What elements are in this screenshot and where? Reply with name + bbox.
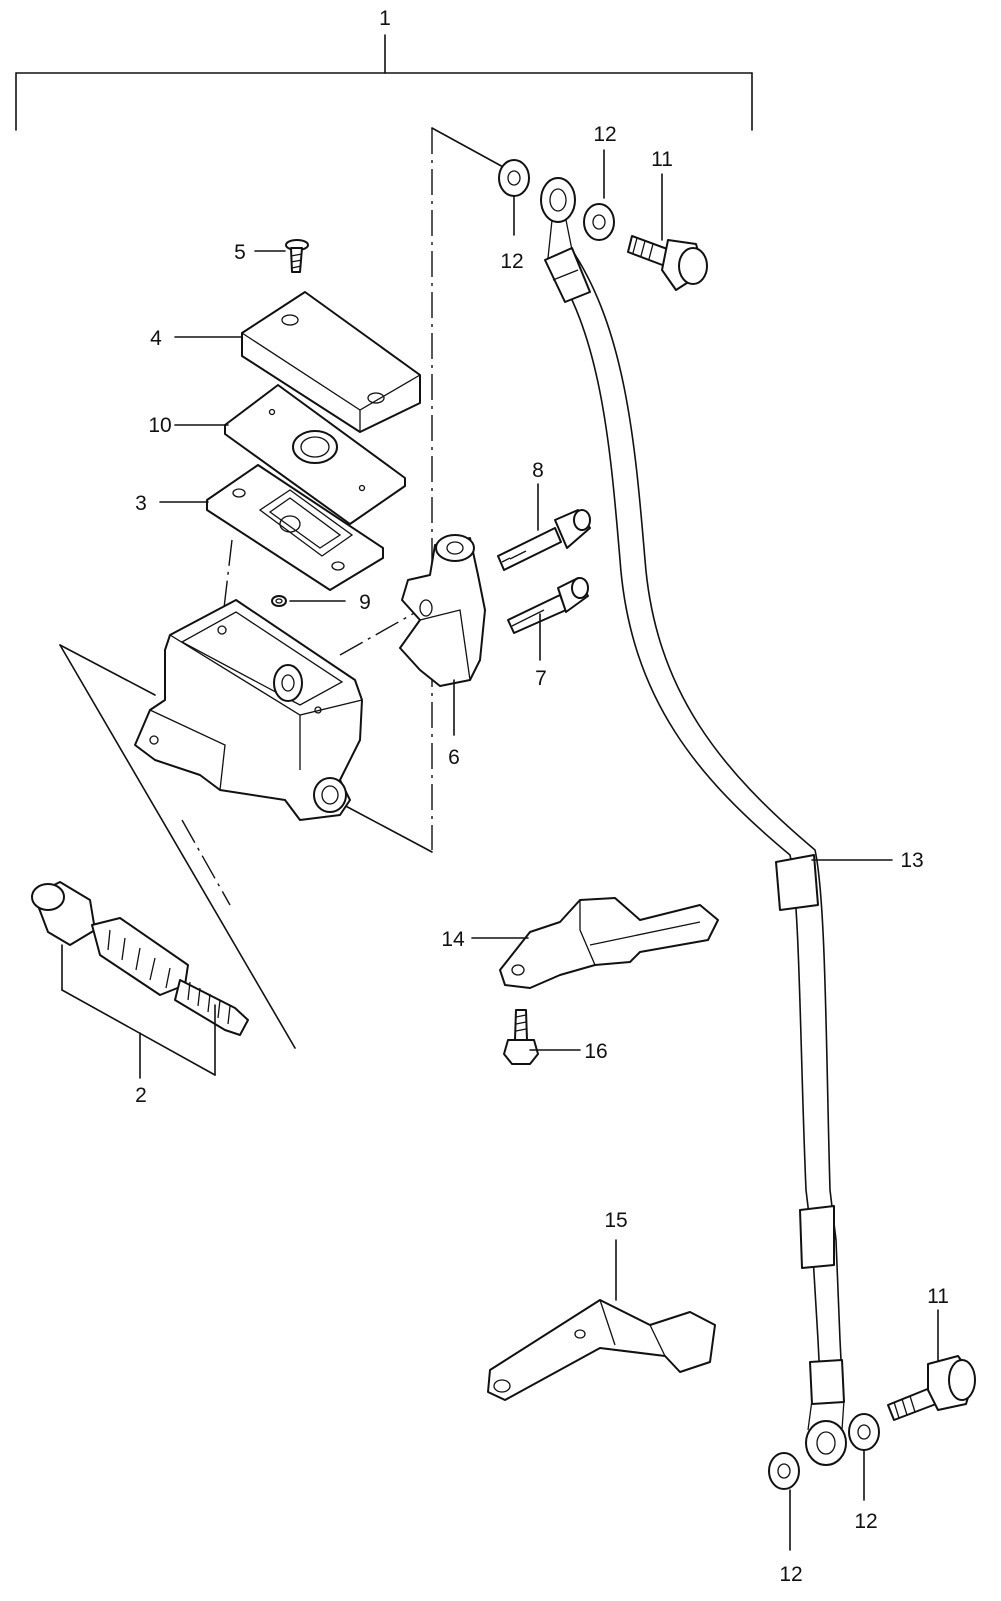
- label-part-15: 15: [604, 1209, 627, 1232]
- assembly-outline: [59, 127, 506, 1049]
- label-part-5: 5: [234, 241, 246, 264]
- label-part-12-upper-left: 12: [500, 250, 523, 273]
- assembly-bracket-1: [15, 34, 753, 131]
- bracket-part-15: [487, 1299, 716, 1401]
- diaphragm-part-3: [206, 464, 384, 591]
- label-part-9: 9: [359, 591, 371, 614]
- label-part-1: 1: [379, 7, 391, 30]
- union-bolt-part-11-upper: [627, 235, 708, 291]
- label-part-2: 2: [135, 1084, 147, 1107]
- screw-part-16: [503, 1009, 539, 1065]
- label-part-8: 8: [532, 459, 544, 482]
- label-part-13: 13: [900, 849, 923, 872]
- label-part-11-upper: 11: [651, 148, 673, 171]
- label-part-10: 10: [148, 414, 171, 437]
- label-part-12-lower-right: 12: [854, 1510, 877, 1533]
- label-part-12-lower-left: 12: [779, 1563, 802, 1586]
- leader-lines: [159, 149, 939, 1551]
- washer-part-12-lower-right: [848, 1413, 880, 1451]
- clip-part-9: [271, 595, 287, 607]
- bolt-part-7: [507, 577, 589, 634]
- screw-part-5: [285, 239, 309, 273]
- hose-clamp-part-14: [499, 897, 719, 989]
- label-part-14: 14: [441, 928, 465, 951]
- part-labels: 1 5 4 10 3 9 8 7 6 12 12 11 13 14 16 2 1…: [135, 7, 949, 1586]
- label-part-11-lower: 11: [927, 1285, 949, 1308]
- washer-part-12-upper-right: [583, 203, 615, 241]
- piston-kit-part-2: [31, 881, 249, 1079]
- bolt-part-8: [497, 509, 591, 571]
- washer-part-12-lower-left: [768, 1452, 800, 1490]
- diaphragm-plate-part-10: [224, 384, 406, 525]
- union-bolt-part-11-lower: [887, 1355, 976, 1421]
- label-part-6: 6: [448, 746, 460, 769]
- label-part-4: 4: [150, 327, 162, 350]
- washer-part-12-upper-left: [498, 159, 530, 197]
- master-cylinder-body: [134, 599, 363, 821]
- label-part-3: 3: [135, 492, 147, 515]
- label-part-16: 16: [584, 1040, 607, 1063]
- label-part-7: 7: [535, 667, 547, 690]
- clamp-holder-part-6: [399, 534, 486, 687]
- reservoir-cap-part-4: [241, 291, 421, 433]
- label-part-12-upper-right: 12: [593, 123, 616, 146]
- brake-hose-part-13: [540, 177, 847, 1466]
